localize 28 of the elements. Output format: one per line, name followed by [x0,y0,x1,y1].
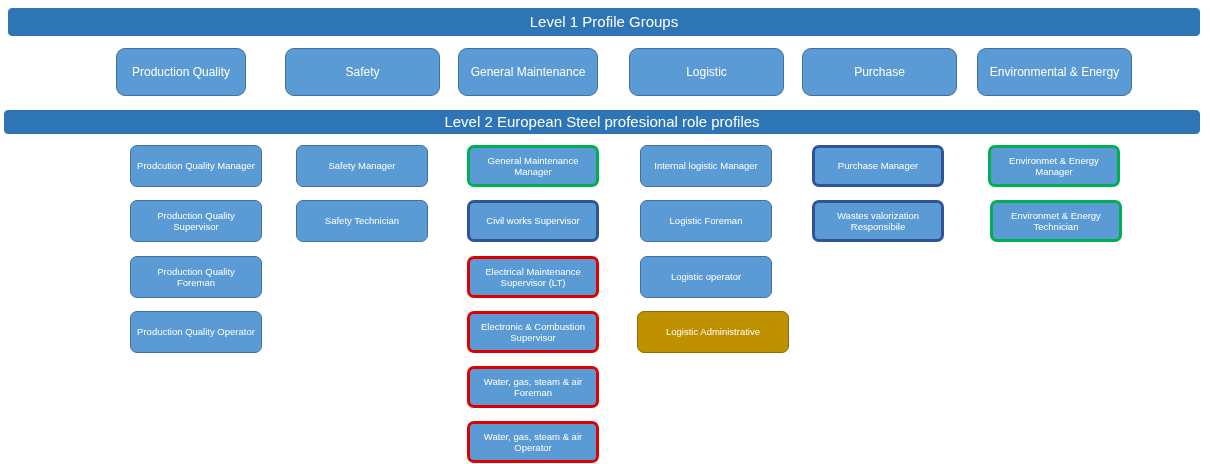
role-profile-box: Logistic Foreman [640,200,772,242]
role-profile-box: Safety Technician [296,200,428,242]
role-profile-box: Prodcution Quality Manager [130,145,262,187]
profile-group-box: Purchase [802,48,957,96]
role-profile-box: Water, gas, steam & air Foreman [467,366,599,408]
role-profile-box: Environmet & Energy Manager [988,145,1120,187]
level-banner: Level 2 European Steel profesional role profiles [4,110,1200,134]
role-profile-box: Civil works Supervisor [467,200,599,242]
role-profile-box: Wastes valorization Responsibile [812,200,944,242]
profile-group-box: Production Quality [116,48,246,96]
role-profile-box: Production Quality Supervisor [130,200,262,242]
role-profile-box: Production Quality Foreman [130,256,262,298]
role-profile-box: Purchase Manager [812,145,944,187]
role-profile-box: Electronic & Combustion Supervisor [467,311,599,353]
profile-group-box: Environmental & Energy [977,48,1132,96]
role-profile-box: Logistic Administrative [637,311,789,353]
role-profile-box: Logistic operator [640,256,772,298]
role-profile-box: Environmet & Energy Technician [990,200,1122,242]
profile-group-box: Logistic [629,48,784,96]
role-profile-box: General Maintenance Manager [467,145,599,187]
role-profile-box: Water, gas, steam & air Operator [467,421,599,463]
profile-group-box: General Maintenance [458,48,598,96]
role-profile-box: Safety Manager [296,145,428,187]
level-banner: Level 1 Profile Groups [8,8,1200,36]
role-profile-box: Production Quality Operator [130,311,262,353]
role-profile-box: Internal logistic Manager [640,145,772,187]
role-profile-box: Electrical Maintenance Supervisor (LT) [467,256,599,298]
profile-group-box: Safety [285,48,440,96]
